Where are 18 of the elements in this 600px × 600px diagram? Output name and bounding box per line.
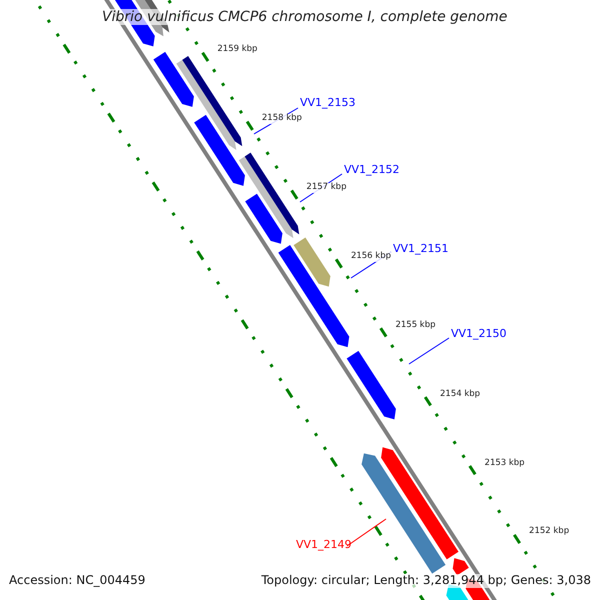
leader-line [346, 518, 386, 546]
scale-label: 2153 kbp [484, 458, 525, 468]
genome-info-text: Topology: circular; Length: 3,281,944 bp; Genes: 3,038 [261, 574, 591, 588]
scale-label: 2155 kbp [395, 320, 436, 331]
scale-label: 2159 kbp [217, 45, 258, 56]
gene-label: VV1_2151 [393, 243, 449, 256]
gene-label: VV1_2152 [344, 164, 400, 177]
accession-text: Accession: NC_004459 [9, 574, 146, 588]
scale-label: 2157 kbp [306, 183, 346, 193]
scale-label: 2158 kbp [262, 114, 302, 124]
gene-label: VV1_2153 [300, 97, 356, 110]
scale-label: 2156 kbp [350, 252, 392, 262]
map-title: Vibrio vulnificus CMCP6 chromosome I, complete genome [102, 9, 508, 26]
leader-line [408, 338, 450, 364]
gene-label: VV1_2149 [296, 539, 352, 552]
gene-label: VV1_2150 [451, 328, 507, 341]
scale-label: 2154 kbp [440, 390, 480, 400]
scale-label: 2152 kbp [529, 527, 570, 538]
